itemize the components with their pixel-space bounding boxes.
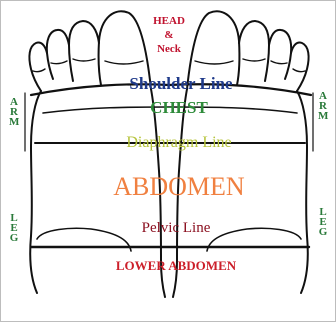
leg-right-text: LEG <box>318 207 328 237</box>
arm-right-text: ARM <box>318 91 328 121</box>
head-neck-label: HEAD & Neck <box>141 15 197 56</box>
neck-label: Neck <box>141 43 197 57</box>
abdomen-label: ABDOMEN <box>81 174 277 200</box>
left-foot-toe-4 <box>29 42 47 91</box>
pelvic-line-label: Pelvic Line <box>111 221 241 236</box>
arm-right-label: ARM <box>316 91 330 121</box>
left-foot-toe-2 <box>69 21 99 81</box>
leg-right-label: LEG <box>316 207 330 237</box>
arm-left-label: ARM <box>7 97 21 127</box>
right-foot-toe-2 <box>239 21 269 81</box>
leg-left-label: LEG <box>7 213 21 243</box>
ampersand-label: & <box>141 29 197 43</box>
right-foot-toe-3 <box>269 30 291 79</box>
diaphragm-line-label: Diaphragm Line <box>101 135 257 151</box>
shoulder-line-label: Shoulder Line <box>101 75 261 92</box>
left-foot-toe-3 <box>47 30 69 79</box>
head-label: HEAD <box>141 15 197 29</box>
leg-left-text: LEG <box>9 213 19 243</box>
right-foot-toe-4 <box>291 42 309 91</box>
chest-label: CHEST <box>119 99 239 116</box>
lower-abdomen-label: LOWER ABDOMEN <box>71 259 281 272</box>
arm-left-text: ARM <box>9 97 19 127</box>
